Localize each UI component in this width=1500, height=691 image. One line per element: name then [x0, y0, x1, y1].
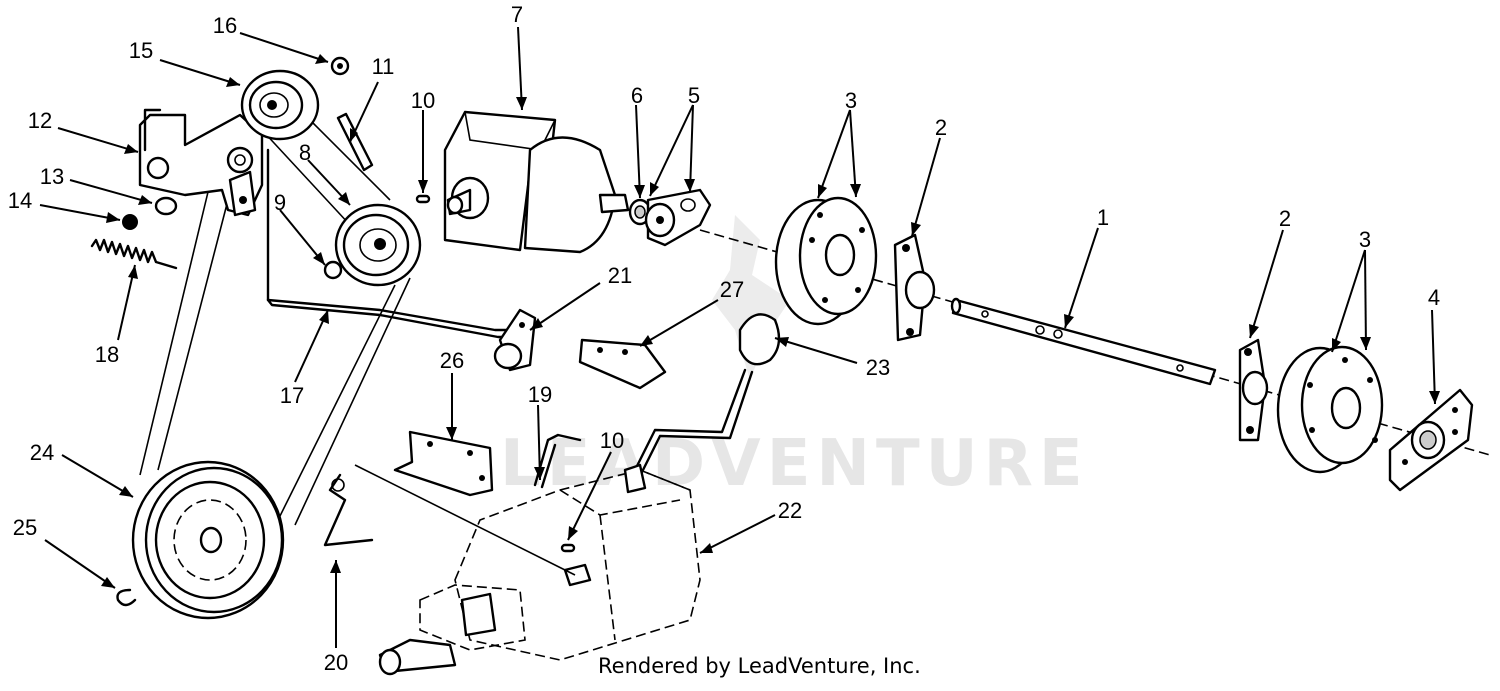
coupler-3-lower — [1276, 345, 1384, 474]
callout-1: 1 — [1097, 205, 1109, 230]
callout-16: 16 — [213, 13, 237, 38]
idler-bracket-12 — [138, 108, 264, 217]
callout-20: 20 — [324, 650, 348, 675]
callout-3-upper: 3 — [845, 88, 857, 113]
pulley-8 — [334, 203, 422, 287]
pin-19 — [533, 433, 582, 489]
callout-5: 5 — [688, 83, 700, 108]
callout-17: 17 — [280, 383, 304, 408]
callout-labels: 16 15 11 12 10 7 6 5 3 2 13 14 8 9 1 2 3… — [8, 2, 1440, 675]
retaining-ring-25 — [116, 588, 137, 607]
shaft-1 — [950, 297, 1217, 386]
callout-22: 22 — [778, 498, 802, 523]
callout-25: 25 — [13, 515, 37, 540]
callout-27: 27 — [720, 277, 744, 302]
arm-21 — [493, 308, 537, 372]
callout-15: 15 — [129, 38, 153, 63]
hub-2-upper — [893, 233, 936, 342]
callout-11: 11 — [372, 54, 395, 79]
callout-12: 12 — [28, 108, 52, 133]
shift-lever — [633, 368, 754, 474]
callout-21: 21 — [608, 263, 632, 288]
leadventure-watermark: LEADVENTURE — [500, 215, 1089, 501]
callout-4: 4 — [1428, 285, 1440, 310]
key-10-lower — [560, 543, 576, 553]
callout-9: 9 — [274, 190, 286, 215]
drive-belts — [139, 109, 411, 526]
callout-6: 6 — [631, 83, 643, 108]
bracket-27 — [578, 338, 667, 390]
watermark-text: LEADVENTURE — [500, 427, 1089, 501]
callout-10-bottom: 10 — [600, 428, 624, 453]
callout-13: 13 — [40, 164, 64, 189]
callout-7: 7 — [511, 2, 523, 27]
callout-26: 26 — [440, 348, 464, 373]
callout-2-upper: 2 — [935, 115, 947, 140]
callout-19: 19 — [528, 382, 552, 407]
callout-23: 23 — [866, 355, 890, 380]
bracket-26 — [393, 430, 494, 497]
callout-3-lower: 3 — [1359, 227, 1371, 252]
flange-5 — [644, 188, 712, 247]
callout-2-lower: 2 — [1279, 206, 1291, 231]
coupler-3-upper — [774, 196, 878, 326]
transmission-22 — [354, 463, 701, 676]
callout-18: 18 — [95, 342, 119, 367]
nut-16 — [330, 56, 350, 76]
leader-lines — [39, 26, 1440, 648]
spacer-13 — [154, 196, 178, 216]
bearing-plate-4 — [1388, 388, 1474, 492]
callout-14: 14 — [8, 188, 32, 213]
callout-8: 8 — [299, 140, 311, 165]
gearbox-7 — [443, 110, 630, 254]
belt-guide-11 — [336, 112, 374, 172]
hub-2-lower — [1238, 338, 1269, 442]
washer-9 — [323, 260, 343, 280]
nut-14 — [122, 214, 138, 230]
idler-pulley-15 — [240, 69, 320, 141]
spring-20 — [323, 473, 374, 547]
callout-24: 24 — [30, 440, 54, 465]
callout-10-top: 10 — [411, 88, 435, 113]
pulley-24 — [131, 460, 285, 620]
knob-23 — [738, 313, 781, 366]
spring-18 — [90, 238, 178, 270]
key-10-upper — [415, 194, 431, 204]
render-credit: Rendered by LeadVenture, Inc. — [598, 654, 921, 678]
